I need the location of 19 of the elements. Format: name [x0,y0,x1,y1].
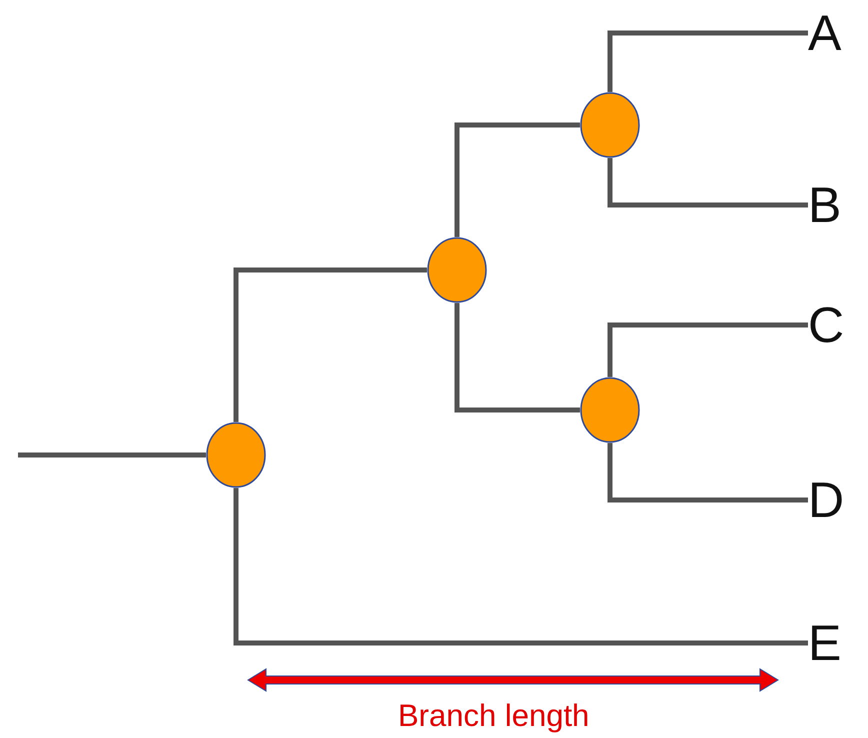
branch-line [608,158,808,208]
dimension-label: Branch length [398,698,590,734]
branch-line [608,443,808,502]
taxon-label: C [808,297,858,353]
taxon-label: D [808,472,858,528]
node-circle [580,92,640,158]
taxon-label: E [808,615,858,671]
taxon-label: B [808,177,858,233]
branch-line [234,268,427,422]
node-circle [427,237,487,303]
taxon-label: A [808,5,858,61]
branch-line [454,303,580,412]
branch-line [18,452,206,458]
branch-line [234,488,808,646]
branch-line [608,322,808,377]
node-circle [580,377,640,443]
branch-line [454,122,580,237]
node-circle [206,422,266,488]
branch-line [608,30,808,92]
